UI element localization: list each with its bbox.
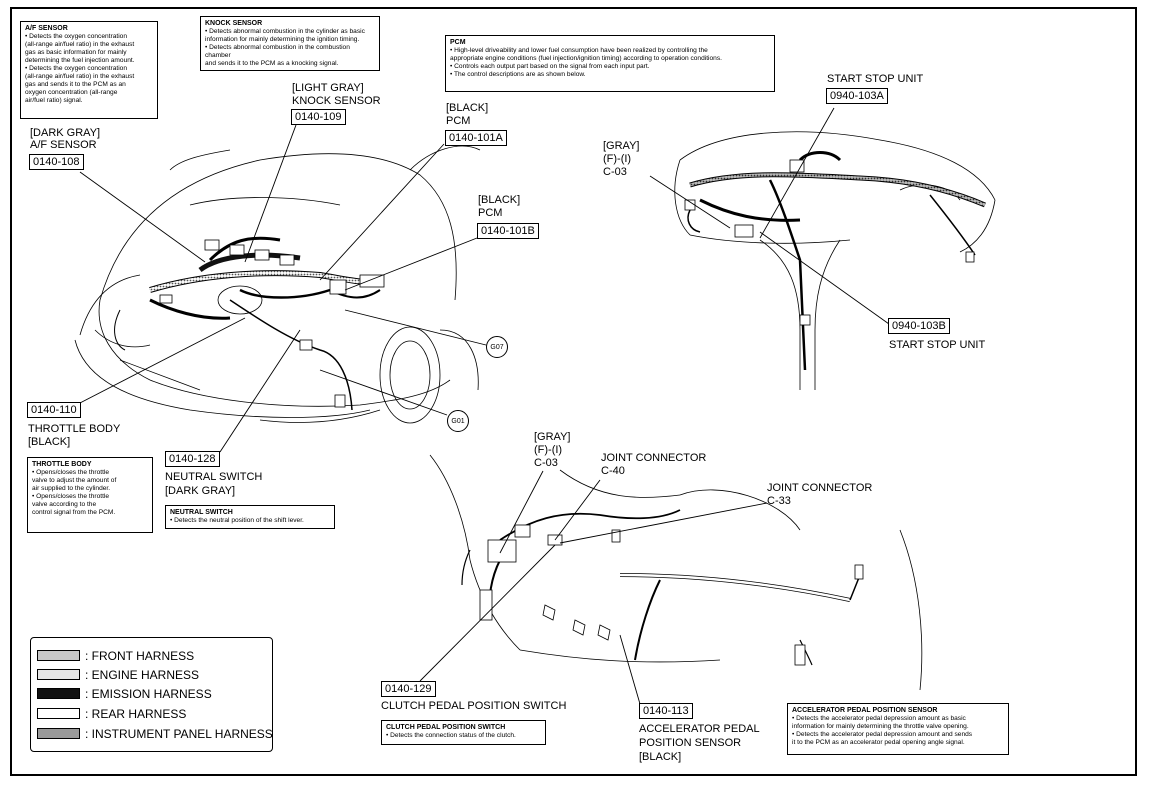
- pcm-a-color-label: [BLACK]: [446, 102, 489, 114]
- engine-components: [159, 239, 385, 408]
- car-front-drawing: [74, 145, 481, 424]
- af-sensor-bullet: • Detects the oxygen concentration (all-…: [25, 65, 135, 104]
- neutral-switch-heading: NEUTRAL SWITCH: [170, 509, 233, 516]
- pcm-heading: PCM: [450, 39, 466, 46]
- clutch-switch-description: CLUTCH PEDAL POSITION SWITCH • Detects t…: [381, 720, 546, 745]
- rear-harness-swatch: [37, 708, 80, 719]
- connector-code-0140-129: 0140-129: [381, 681, 436, 697]
- connector-code-0940-103a: 0940-103A: [826, 88, 888, 104]
- pcm-description: PCM • High-level driveability and lower …: [445, 35, 775, 92]
- emission-harness-swatch: [37, 688, 80, 699]
- harness-legend: : FRONT HARNESS : ENGINE HARNESS : EMISS…: [30, 637, 273, 752]
- accel-sensor-heading: ACCELERATOR PEDAL POSITION SENSOR: [792, 707, 938, 714]
- pcm-bullet: • High-level driveability and lower fuel…: [450, 47, 722, 62]
- gray-connector-low-color: [GRAY]: [534, 431, 571, 443]
- legend-label: : INSTRUMENT PANEL HARNESS: [85, 727, 273, 741]
- ground-point-g01: G01: [447, 410, 469, 432]
- engine-harness-swatch: [37, 669, 80, 680]
- knock-sensor-bullet: • Detects abnormal combustion in the cyl…: [205, 28, 365, 43]
- engine-harness: [114, 236, 382, 411]
- af-sensor-heading: A/F SENSOR: [25, 25, 68, 32]
- clutch-switch-bullet: • Detects the connection status of the c…: [386, 732, 516, 739]
- start-stop-unit-a-label: START STOP UNIT: [827, 73, 924, 85]
- af-sensor-description: A/F SENSOR • Detects the oxygen concentr…: [20, 21, 158, 119]
- ground-point-g07: G07: [486, 336, 508, 358]
- pedal-area-drawing: [429, 454, 923, 691]
- gray-connector-top-color: [GRAY]: [603, 140, 640, 152]
- joint-connector-c33-label: JOINT CONNECTOR: [767, 482, 873, 494]
- connector-code-0140-110: 0140-110: [27, 402, 81, 418]
- joint-connector-c33-code: C-33: [767, 495, 791, 507]
- pcm-a-name-label: PCM: [446, 115, 471, 127]
- dashboard-drawing: [674, 131, 996, 390]
- connector-code-0940-103b: 0940-103B: [888, 318, 950, 334]
- knock-sensor-bullet: • Detects abnormal combustion in the com…: [205, 44, 350, 67]
- joint-connector-c40-code: C-40: [601, 465, 625, 477]
- clutch-switch-name-label: CLUTCH PEDAL POSITION SWITCH: [381, 700, 567, 712]
- legend-label: : FRONT HARNESS: [85, 649, 195, 663]
- pcm-b-color-label: [BLACK]: [478, 194, 521, 206]
- ip-harness: [687, 151, 986, 371]
- diagram-frame: [10, 7, 1137, 776]
- pcm-b-name-label: PCM: [478, 207, 503, 219]
- leader-lines: [77, 107, 890, 705]
- af-sensor-name-label: A/F SENSOR: [30, 139, 97, 151]
- gray-connector-low-id: (F)-(I): [534, 444, 563, 456]
- knock-sensor-name-label: KNOCK SENSOR: [292, 95, 381, 107]
- connector-code-0140-109: 0140-109: [291, 109, 346, 125]
- connector-code-0140-101b: 0140-101B: [477, 223, 539, 239]
- connector-code-0140-108: 0140-108: [29, 154, 84, 170]
- neutral-switch-color-label: [DARK GRAY]: [165, 485, 236, 497]
- start-stop-unit-b-label: START STOP UNIT: [889, 339, 986, 351]
- af-sensor-bullet: • Detects the oxygen concentration (all-…: [25, 33, 135, 64]
- accel-sensor-bullet: • Detects the accelerator pedal depressi…: [792, 731, 973, 746]
- knock-sensor-heading: KNOCK SENSOR: [205, 20, 263, 27]
- neutral-switch-description: NEUTRAL SWITCH • Detects the neutral pos…: [165, 505, 335, 529]
- front-harness-swatch: [37, 650, 80, 661]
- throttle-body-name-label: THROTTLE BODY: [28, 423, 121, 435]
- throttle-body-heading: THROTTLE BODY: [32, 461, 92, 468]
- clutch-switch-heading: CLUTCH PEDAL POSITION SWITCH: [386, 724, 506, 731]
- throttle-body-color-label: [BLACK]: [28, 436, 71, 448]
- accel-sensor-bullet: • Detects the accelerator pedal depressi…: [792, 715, 969, 730]
- throttle-body-description: THROTTLE BODY • Opens/closes the throttl…: [27, 457, 153, 533]
- neutral-switch-name-label: NEUTRAL SWITCH: [165, 471, 263, 483]
- accel-sensor-name-line2: POSITION SENSOR: [639, 737, 742, 749]
- accel-sensor-name-line1: ACCELERATOR PEDAL: [639, 723, 760, 735]
- legend-label: : EMISSION HARNESS: [85, 687, 212, 701]
- knock-sensor-description: KNOCK SENSOR • Detects abnormal combusti…: [200, 16, 380, 71]
- gray-connector-top-code: C-03: [603, 166, 627, 178]
- pcm-bullet: • Controls each output part based on the…: [450, 63, 650, 70]
- legend-label: : REAR HARNESS: [85, 707, 187, 721]
- gray-connector-low-code: C-03: [534, 457, 558, 469]
- joint-connector-c40-label: JOINT CONNECTOR: [601, 452, 707, 464]
- knock-sensor-color-label: [LIGHT GRAY]: [292, 82, 364, 94]
- accel-sensor-color-label: [BLACK]: [639, 751, 682, 763]
- legend-label: : ENGINE HARNESS: [85, 668, 200, 682]
- throttle-body-bullet: • Opens/closes the throttle valve to adj…: [32, 469, 117, 492]
- af-sensor-color-label: [DARK GRAY]: [30, 127, 101, 139]
- connector-code-0140-113: 0140-113: [639, 703, 693, 719]
- pcm-bullet: • The control descriptions are as shown …: [450, 71, 586, 78]
- neutral-switch-bullet: • Detects the neutral position of the sh…: [170, 517, 304, 524]
- throttle-body-bullet: • Opens/closes the throttle valve accord…: [32, 493, 116, 516]
- gray-connector-top-id: (F)-(I): [603, 153, 632, 165]
- accel-sensor-description: ACCELERATOR PEDAL POSITION SENSOR • Dete…: [787, 703, 1009, 755]
- connector-code-0140-101a: 0140-101A: [445, 130, 507, 146]
- instrument-panel-harness-swatch: [37, 728, 80, 739]
- connector-code-0140-128: 0140-128: [165, 451, 220, 467]
